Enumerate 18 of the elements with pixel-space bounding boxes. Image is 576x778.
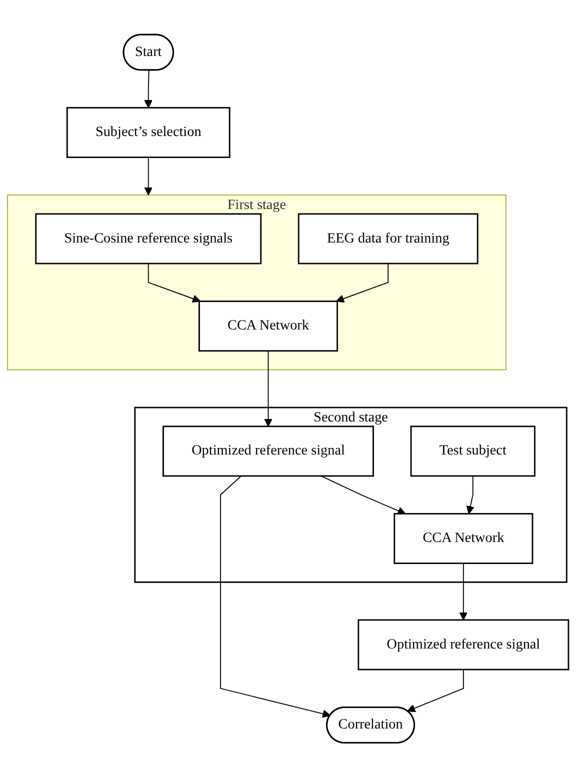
node-box: Sine-Cosine reference signals: [35, 214, 262, 265]
node-box: Optimized reference signal: [162, 426, 374, 478]
node-box: CCA Network: [198, 300, 338, 352]
arrow: [148, 263, 201, 303]
node-box: Test subject: [410, 426, 536, 478]
arrow: [459, 563, 468, 621]
node-box: CCA Network: [394, 513, 534, 564]
arrow: [407, 669, 464, 713]
arrow: [144, 157, 153, 196]
arrow: [336, 263, 389, 303]
node-box: Optimized reference signal: [358, 620, 570, 671]
arrow: [320, 476, 406, 515]
node-box: Subject’s selection: [66, 107, 230, 158]
arrow: [466, 476, 474, 514]
node-box: EEG data for training: [298, 214, 478, 265]
arrow: [264, 350, 272, 428]
arrow: [220, 476, 331, 718]
arrow: [144, 70, 153, 108]
